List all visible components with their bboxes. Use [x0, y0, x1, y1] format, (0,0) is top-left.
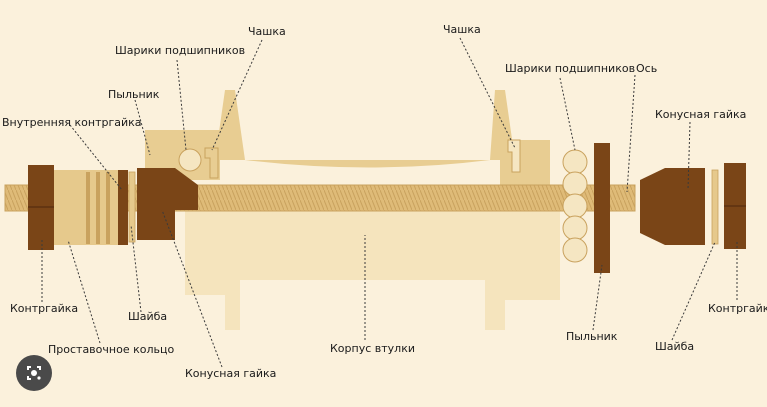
label-cone-nut-right: Конусная гайка [655, 108, 747, 121]
label-balls-left: Шарики подшипников [115, 44, 246, 57]
cone-nut-right [640, 168, 705, 245]
lens-button[interactable] [16, 355, 52, 391]
leader-lines [41, 37, 738, 368]
label-cone-nut-left: Конусная гайка [185, 367, 277, 380]
label-washer-right: Шайба [655, 340, 695, 353]
cone-nut-left [137, 168, 198, 240]
spacer-ring [54, 170, 120, 245]
label-hub-body: Корпус втулки [330, 342, 415, 355]
label-inner-locknut: Внутренняя контргайка [2, 116, 142, 129]
cup-left [204, 147, 219, 179]
balls-left [178, 148, 202, 172]
lens-icon [27, 366, 41, 380]
label-balls-right: Шарики подшипников [505, 62, 636, 75]
label-dust-cap-left: Пыльник [108, 88, 160, 101]
label-cup-right: Чашка [443, 23, 481, 36]
washer-right [711, 169, 719, 245]
label-locknut-left: Контргайка [10, 302, 79, 315]
left-locknut [28, 165, 54, 250]
hub-shell [145, 90, 560, 330]
label-spacer-ring: Проставочное кольцо [48, 343, 175, 356]
label-washer-left: Шайба [128, 310, 168, 323]
label-axle: Ось [636, 62, 658, 75]
washer-left [128, 171, 136, 243]
right-locknut [724, 163, 746, 249]
dust-cap-right [594, 143, 610, 273]
label-dust-cap-right: Пыльник [566, 330, 618, 343]
label-locknut-right: Контргайка [708, 302, 767, 315]
label-cup-left: Чашка [248, 25, 286, 38]
balls-right [562, 149, 588, 263]
inner-locknut [118, 170, 128, 245]
cup-right [507, 139, 521, 173]
